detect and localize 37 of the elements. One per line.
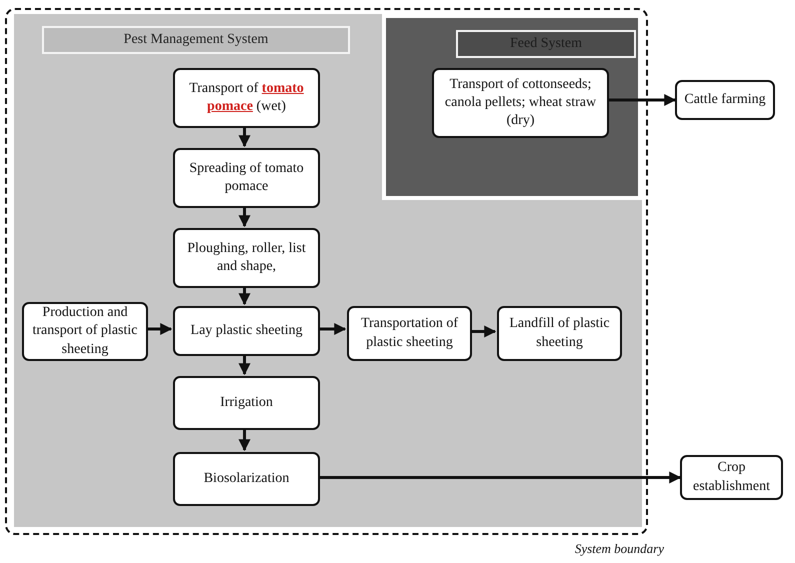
box-text: Transport of cottonseeds; canola pellets; wheat straw (dry) — [444, 76, 598, 130]
box-text: Cattle farming — [684, 90, 766, 109]
process-box — [173, 376, 320, 430]
process-box — [497, 306, 622, 361]
arrow — [238, 354, 250, 376]
arrow — [146, 323, 172, 335]
box-text: Production and transport of plastic sheeting — [32, 304, 138, 359]
system-region — [386, 18, 638, 196]
box-text: Irrigation — [220, 394, 273, 412]
process-box — [173, 148, 320, 208]
process-box — [347, 306, 472, 361]
box-text: Transportation of plastic sheeting — [360, 315, 460, 352]
box-text: Transport of tomato pomace (wet) — [188, 80, 305, 116]
box-text: Landfill of plastic sheeting — [508, 315, 611, 352]
process-box — [432, 68, 609, 138]
box-text: Biosolarization — [204, 470, 290, 488]
process-box — [173, 228, 320, 288]
box-text: Crop establishment — [692, 459, 771, 496]
arrow — [238, 206, 250, 228]
box-text: Ploughing, roller, list and shape, — [186, 240, 307, 276]
process-box — [173, 452, 320, 506]
arrow — [238, 286, 250, 306]
region-heading: Pest Management System — [42, 26, 350, 54]
boundary-label: System boundary — [574, 541, 664, 557]
arrow — [318, 323, 346, 335]
arrow — [607, 94, 676, 106]
process-box — [680, 455, 783, 500]
arrow — [238, 126, 250, 148]
process-box — [173, 68, 320, 128]
arrow — [238, 428, 250, 452]
box-text: Lay plastic sheeting — [190, 322, 302, 340]
arrow — [318, 472, 682, 484]
arrow — [470, 326, 496, 338]
process-box — [22, 302, 148, 361]
process-box — [173, 306, 320, 356]
process-box — [675, 80, 775, 120]
box-text: Spreading of tomato pomace — [188, 160, 305, 196]
